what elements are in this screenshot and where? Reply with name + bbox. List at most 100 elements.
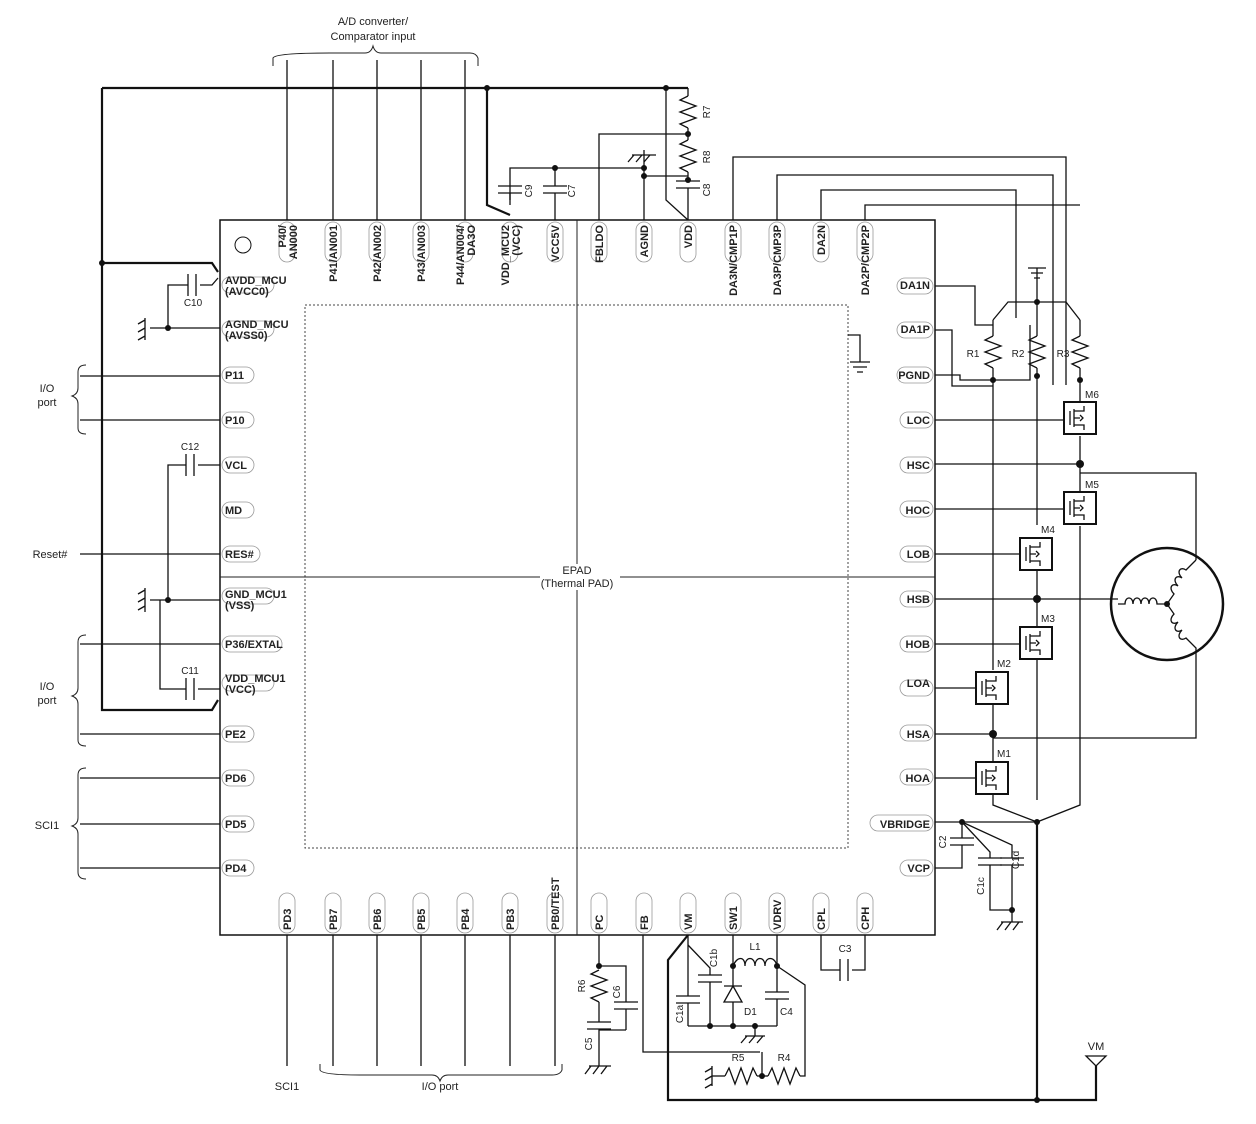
left-wiring: C10 I/O port C12 Reset# C11 I/O port xyxy=(33,274,220,880)
thermal-pad-label: (Thermal PAD) xyxy=(541,578,614,590)
io-port-2-label: I/O xyxy=(40,681,55,693)
io-port-1b-label: port xyxy=(38,397,57,409)
d1-label: D1 xyxy=(744,1007,757,1018)
l1-label: L1 xyxy=(749,942,761,953)
r7-resistor xyxy=(678,95,698,129)
c6-label: C6 xyxy=(612,985,623,998)
sci1-bottom-label: SCI1 xyxy=(275,1081,299,1093)
top-pin-label: P43/AN003 xyxy=(416,225,428,282)
r8-resistor xyxy=(678,139,698,173)
sci1-left-label: SCI1 xyxy=(35,820,59,832)
top-pin-label: P42/AN002 xyxy=(372,225,384,282)
top-pin-label: P40/AN000 xyxy=(277,225,300,259)
right-wiring: R1 R2 R3 xyxy=(848,267,1225,1103)
top-pin-label: DA3P/CMP3P xyxy=(772,225,784,295)
motor-icon xyxy=(1109,546,1225,664)
c7-label: C7 xyxy=(567,184,578,197)
top-pin-label: AGND xyxy=(639,225,651,257)
r2-resistor xyxy=(1027,335,1047,369)
left-pin-label: GND_MCU1(VSS) xyxy=(225,589,287,612)
top-pin-label: DA2P/CMP2P xyxy=(860,225,872,295)
r1-label: R1 xyxy=(967,349,980,360)
c12-label: C12 xyxy=(181,442,200,453)
bottom-pin-label: PB4 xyxy=(460,908,472,930)
bottom-pin-label: PB6 xyxy=(372,909,384,930)
vm-supply-label: VM xyxy=(1088,1041,1105,1053)
left-pin-label: AVDD_MCU(AVCC0) xyxy=(225,275,287,298)
bottom-pin-label: VM xyxy=(683,914,695,931)
c1a-label: C1a xyxy=(675,1004,686,1023)
right-pin-label: HOC xyxy=(906,505,931,517)
bottom-pin-label: SW1 xyxy=(728,906,740,930)
r4-resistor xyxy=(767,1066,801,1086)
io-port-bottom-label: I/O port xyxy=(422,1081,459,1093)
m1-mosfet xyxy=(975,761,1009,795)
left-pin-label: MD xyxy=(225,505,242,517)
r8-label: R8 xyxy=(702,150,713,163)
bottom-pin-label: CPL xyxy=(816,908,828,930)
m2-mosfet xyxy=(975,671,1009,705)
reset-label: Reset# xyxy=(33,549,69,561)
right-pin-label: VCP xyxy=(907,863,930,875)
left-pin-label: PE2 xyxy=(225,729,246,741)
bottom-pin-label: PB3 xyxy=(505,909,517,930)
io-port-1-label: I/O xyxy=(40,383,55,395)
r5-label: R5 xyxy=(732,1053,745,1064)
r3-label: R3 xyxy=(1057,349,1070,360)
right-pin-label: VBRIDGE xyxy=(880,819,930,831)
left-pin-label: VCL xyxy=(225,460,247,472)
right-pin-label: DA1P xyxy=(901,324,930,336)
left-pin-label: RES# xyxy=(225,549,254,561)
bottom-pin-label: PB0/TEST xyxy=(550,877,562,930)
top-pin-label: VDD_MCU2(VCC) xyxy=(500,225,523,286)
top-pin-labels: P40/AN000 P41/AN001 P42/AN002 P43/AN003 P44/… xyxy=(277,224,872,296)
m5-mosfet xyxy=(1063,491,1097,525)
right-pin-label: HOB xyxy=(906,639,931,651)
left-pins xyxy=(221,276,283,877)
mosfets: M6 M5 M4 M3 M2 M1 xyxy=(975,390,1099,795)
left-pin-label: P36/EXTAL xyxy=(225,639,283,651)
m4-label: M4 xyxy=(1041,525,1055,536)
comparator-input-label: Comparator input xyxy=(331,31,416,43)
top-wiring: A/D converter/ Comparator input R7 R8 C8 xyxy=(99,16,1080,712)
top-pins xyxy=(278,221,874,263)
m5-label: M5 xyxy=(1085,480,1099,491)
left-pin-label: PD6 xyxy=(225,773,246,785)
r7-label: R7 xyxy=(702,105,713,118)
c11-label: C11 xyxy=(181,666,199,677)
c8-label: C8 xyxy=(702,183,713,196)
top-pin-label: P44/AN004/DA3O xyxy=(455,225,478,285)
m6-mosfet xyxy=(1063,401,1097,435)
c1d-label: C1d xyxy=(1011,851,1022,869)
r6-label: R6 xyxy=(577,979,588,992)
left-pin-label: P10 xyxy=(225,415,245,427)
bottom-pin-label: PD3 xyxy=(282,909,294,930)
top-pin-label: FBLDO xyxy=(594,225,606,263)
right-pin-label: LOA xyxy=(907,678,930,690)
left-pin-label: P11 xyxy=(225,370,244,382)
top-pin-label: VCC5V xyxy=(550,224,562,261)
epad-label: EPAD xyxy=(562,565,591,577)
r6-resistor xyxy=(589,969,609,1003)
right-pin-label: DA1N xyxy=(900,280,930,292)
bottom-pins xyxy=(278,892,874,934)
left-pin-label: VDD_MCU1(VCC) xyxy=(225,673,286,696)
top-pin-label: DA2N xyxy=(816,225,828,255)
r3-resistor xyxy=(1070,335,1090,369)
right-pin-labels: DA1NDA1PPGNDLOCHSCHOCLOBHSBHOBLOAHSAHOAV… xyxy=(880,280,930,875)
bottom-pin-label: VDRV xyxy=(772,899,784,930)
right-pin-label: HOA xyxy=(906,773,931,785)
right-pin-label: HSC xyxy=(907,460,930,472)
m3-label: M3 xyxy=(1041,614,1055,625)
right-pin-label: HSB xyxy=(907,594,930,606)
r1-resistor xyxy=(983,335,1003,369)
c5-label: C5 xyxy=(584,1037,595,1050)
right-pin-label: PGND xyxy=(898,370,930,382)
top-pin-label: P41/AN001 xyxy=(328,225,340,282)
bottom-pin-label: FB xyxy=(639,915,651,930)
vm-supply-icon xyxy=(1084,1055,1108,1067)
right-pins xyxy=(869,277,934,877)
m3-mosfet xyxy=(1019,626,1053,660)
left-pin-label: AGND_MCU(AVSS0) xyxy=(225,319,289,342)
